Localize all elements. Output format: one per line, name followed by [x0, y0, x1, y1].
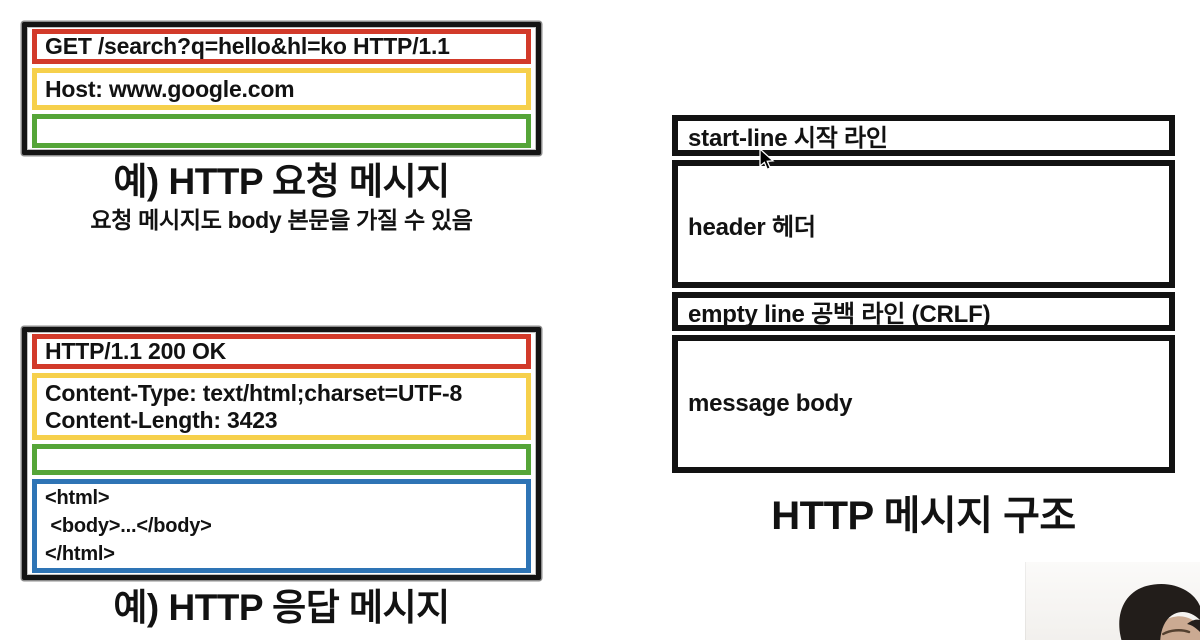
structure-message-body-box: message body: [672, 335, 1175, 473]
http-response-example-diagram: HTTP/1.1 200 OK Content-Type: text/html;…: [22, 327, 541, 580]
mouse-cursor-icon: [759, 148, 775, 171]
structure-empty-line-box: empty line 공백 라인 (CRLF): [672, 292, 1175, 331]
response-body-box: <html> <body>...</body> </html>: [32, 479, 531, 573]
response-start-line-text: HTTP/1.1 200 OK: [45, 338, 227, 364]
http-request-example-diagram: GET /search?q=hello&hl=ko HTTP/1.1 Host:…: [22, 22, 541, 155]
response-start-line-box: HTTP/1.1 200 OK: [32, 334, 531, 369]
response-body-line-3: </html>: [45, 543, 115, 565]
structure-header-box: header 헤더: [672, 160, 1175, 288]
response-body-line-1: <html>: [45, 487, 110, 509]
response-header-box: Content-Type: text/html;charset=UTF-8 Co…: [32, 373, 531, 440]
response-header-line-1: Content-Type: text/html;charset=UTF-8: [45, 379, 463, 406]
request-empty-line-box: [32, 114, 531, 148]
webcam-overlay: [1025, 562, 1200, 640]
request-header-box: Host: www.google.com: [32, 68, 531, 110]
structure-empty-line-text: empty line 공백 라인 (CRLF): [688, 301, 991, 328]
structure-header-text: header 헤더: [688, 213, 816, 241]
structure-start-line-box: start-line 시작 라인: [672, 115, 1175, 156]
structure-start-line-text: start-line 시작 라인: [688, 125, 888, 152]
instructor-person-icon: [1119, 583, 1200, 640]
request-example-note: 요청 메시지도 body 본문을 가질 수 있음: [90, 207, 473, 233]
response-example-caption: 예) HTTP 응답 메시지: [113, 587, 450, 628]
request-host-header-text: Host: www.google.com: [45, 75, 295, 102]
request-start-line-text: GET /search?q=hello&hl=ko HTTP/1.1: [45, 33, 450, 59]
response-empty-line-box: [32, 444, 531, 475]
structure-message-body-text: message body: [688, 390, 853, 417]
request-start-line-box: GET /search?q=hello&hl=ko HTTP/1.1: [32, 29, 531, 64]
response-body-line-2: <body>...</body>: [45, 515, 212, 537]
structure-caption: HTTP 메시지 구조: [771, 494, 1076, 538]
request-example-caption: 예) HTTP 요청 메시지: [113, 161, 450, 202]
response-header-line-2: Content-Length: 3423: [45, 406, 278, 433]
